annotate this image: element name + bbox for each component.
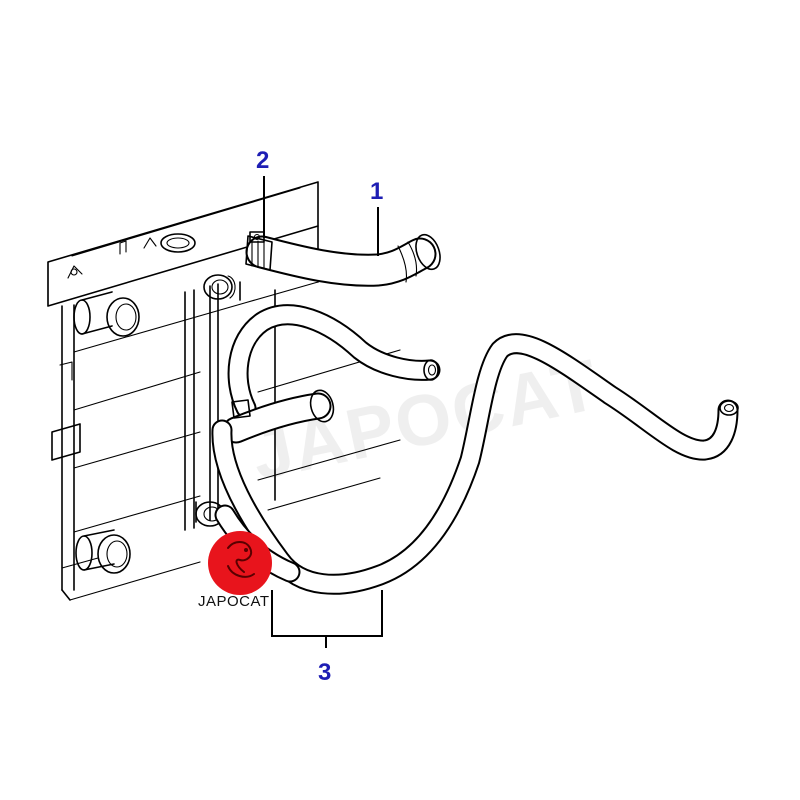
japocat-logo: JAPOCAT xyxy=(198,531,272,610)
bracket-3 xyxy=(271,590,383,648)
callout-3: 3 xyxy=(271,590,383,686)
callout-label-2: 2 xyxy=(256,147,269,174)
callout-label-3: 3 xyxy=(318,659,331,686)
radiator-upper-left-outlet xyxy=(73,291,140,337)
upper-radiator-hose xyxy=(245,233,441,287)
radiator-upper-right-outlet xyxy=(203,274,236,300)
side-bracket xyxy=(51,423,81,461)
lower-hose-assembly xyxy=(211,304,739,595)
callout-label-1: 1 xyxy=(370,178,383,205)
logo-badge xyxy=(208,531,272,595)
logo-text: JAPOCAT xyxy=(198,593,270,610)
filler-neck xyxy=(160,233,196,253)
radiator-lower-left-outlet xyxy=(75,529,131,574)
callout-2: 2 xyxy=(256,147,269,238)
radiator xyxy=(47,181,401,601)
callout-1: 1 xyxy=(370,178,383,256)
